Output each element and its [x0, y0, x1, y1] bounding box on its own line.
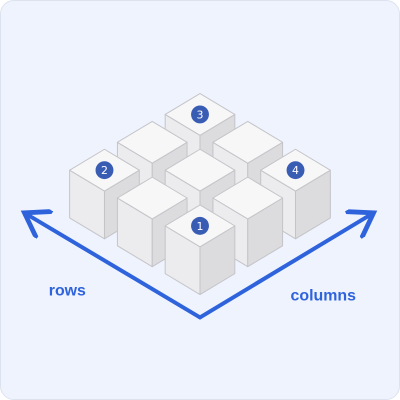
badge-label: 1 [197, 220, 204, 233]
cube-top-face [164, 148, 236, 192]
number-badge-3: 3 [191, 105, 209, 124]
rows-axis-label: rows [49, 283, 86, 300]
badge-label: 3 [197, 108, 204, 121]
badge-circle [191, 216, 209, 235]
badge-label: 4 [292, 164, 299, 177]
cube-top-face [116, 176, 188, 220]
badge-circle [95, 161, 114, 180]
axes [28, 215, 370, 320]
columns-axis-arrow [198, 215, 370, 320]
cube-top-face [212, 176, 284, 220]
columns-axis-label: columns [291, 287, 357, 304]
badge-label: 2 [101, 164, 108, 177]
cube-top-face [212, 120, 284, 164]
cube-grid [69, 93, 331, 296]
cube-r1-c1 [164, 204, 236, 296]
number-badge-1: 1 [191, 216, 209, 235]
badge-circle [286, 161, 305, 180]
number-badge-4: 4 [286, 161, 305, 180]
rows-axis-arrow [28, 215, 202, 320]
number-badge-2: 2 [95, 161, 114, 180]
badge-circle [191, 105, 209, 124]
cube-top-face [116, 120, 188, 164]
badges: 1 2 3 4 [95, 105, 305, 235]
